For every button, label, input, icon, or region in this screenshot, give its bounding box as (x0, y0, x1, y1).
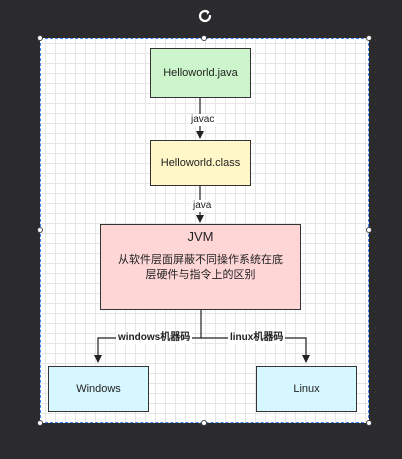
node-helloworld-class[interactable]: Helloworld.class (150, 140, 251, 186)
edge-label-javac: javac (189, 114, 217, 126)
resize-handle-right[interactable] (366, 227, 372, 233)
node-helloworld-java[interactable]: Helloworld.java (150, 48, 251, 98)
node-jvm-title: JVM (187, 229, 214, 244)
resize-handle-top-right[interactable] (366, 35, 372, 41)
resize-handle-left[interactable] (37, 227, 43, 233)
resize-handle-top-left[interactable] (37, 35, 43, 41)
node-helloworld-java-label: Helloworld.java (163, 67, 238, 79)
node-windows[interactable]: Windows (48, 366, 149, 412)
edge-label-windows-code: windows机器码 (116, 332, 193, 344)
node-linux[interactable]: Linux (256, 366, 357, 412)
resize-handle-bottom-left[interactable] (37, 420, 43, 426)
resize-handle-bottom-right[interactable] (366, 420, 372, 426)
resize-handle-bottom[interactable] (201, 420, 207, 426)
node-windows-label: Windows (76, 383, 121, 395)
node-helloworld-class-label: Helloworld.class (160, 157, 241, 169)
resize-handle-top[interactable] (201, 35, 207, 41)
node-linux-label: Linux (293, 383, 320, 395)
node-jvm[interactable]: JVM 从软件层面屏蔽不同操作系统在底层硬件与指令上的区别 (100, 224, 301, 310)
edge-label-java: java (191, 200, 214, 212)
edge-label-linux-code: linux机器码 (228, 332, 286, 344)
node-jvm-description: 从软件层面屏蔽不同操作系统在底层硬件与指令上的区别 (118, 254, 283, 281)
rotate-icon[interactable] (197, 8, 213, 24)
